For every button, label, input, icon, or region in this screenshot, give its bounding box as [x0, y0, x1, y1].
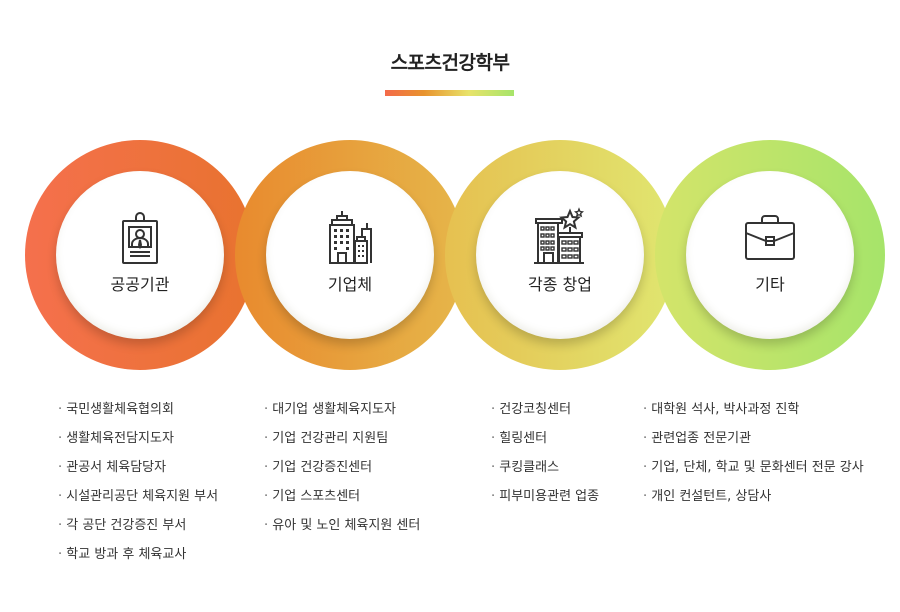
- office-buildings-icon: [329, 211, 372, 264]
- list-item: 건강코칭센터: [491, 400, 599, 429]
- ring-enterprises: 기업체: [235, 140, 465, 370]
- ring-center: 공공기관: [56, 171, 224, 339]
- ring-center: 기타: [686, 171, 854, 339]
- ring-public-institutions: 공공기관: [25, 140, 255, 370]
- list-item: 기업, 단체, 학교 및 문화센터 전문 강사: [643, 458, 863, 487]
- list-item: 기업 건강관리 지원팀: [264, 429, 420, 458]
- list-item: 피부미용관련 업종: [491, 487, 599, 516]
- startup-building-star-icon: [534, 207, 585, 264]
- briefcase-icon: [745, 215, 795, 260]
- list-item: 기업 스포츠센터: [264, 487, 420, 516]
- ring-center: 기업체: [266, 171, 434, 339]
- list-item: 생활체육전담지도자: [58, 429, 218, 458]
- category-label: 기업체: [327, 275, 373, 294]
- category-label: 각종 창업: [528, 275, 592, 294]
- list-item: 대기업 생활체육지도자: [264, 400, 420, 429]
- list-item: 기업 건강증진센터: [264, 458, 420, 487]
- list-item: 학교 방과 후 체육교사: [58, 545, 218, 574]
- list-item: 쿠킹클래스: [491, 458, 599, 487]
- page-title: 스포츠건강학부: [390, 52, 510, 74]
- list-others: 대학원 석사, 박사과정 진학 관련업종 전문기관 기업, 단체, 학교 및 문…: [643, 400, 864, 516]
- category-label: 공공기관: [110, 275, 170, 294]
- list-item: 국민생활체육협의회: [58, 400, 218, 429]
- ring-center: 각종 창업: [476, 171, 644, 339]
- title-gradient-bar: [385, 90, 514, 96]
- list-item: 관련업종 전문기관: [643, 429, 864, 458]
- list-enterprises: 대기업 생활체육지도자 기업 건강관리 지원팀 기업 건강증진센터 기업 스포츠…: [264, 400, 420, 545]
- list-startups: 건강코칭센터 힐링센터 쿠킹클래스 피부미용관련 업종: [491, 400, 599, 516]
- list-public-institutions: 국민생활체육협의회 생활체육전담지도자 관공서 체육담당자 시설관리공단 체육지…: [58, 400, 218, 574]
- list-item: 대학원 석사, 박사과정 진학: [643, 400, 864, 429]
- list-item: 유아 및 노인 체육지원 센터: [264, 516, 420, 545]
- list-item: 시설관리공단 체육지원 부서: [58, 487, 218, 516]
- list-item: 각 공단 건강증진 부서: [58, 516, 218, 545]
- ring-others: 기타: [655, 140, 885, 370]
- list-item: 개인 컨설턴트, 상담사: [643, 487, 864, 516]
- category-label: 기타: [755, 275, 785, 294]
- list-item: 관공서 체육담당자: [58, 458, 218, 487]
- list-item: 힐링센터: [491, 429, 599, 458]
- ring-startups: 각종 창업: [445, 140, 675, 370]
- id-badge-icon: [122, 212, 158, 264]
- career-rings: 공공기관 기: [0, 140, 900, 372]
